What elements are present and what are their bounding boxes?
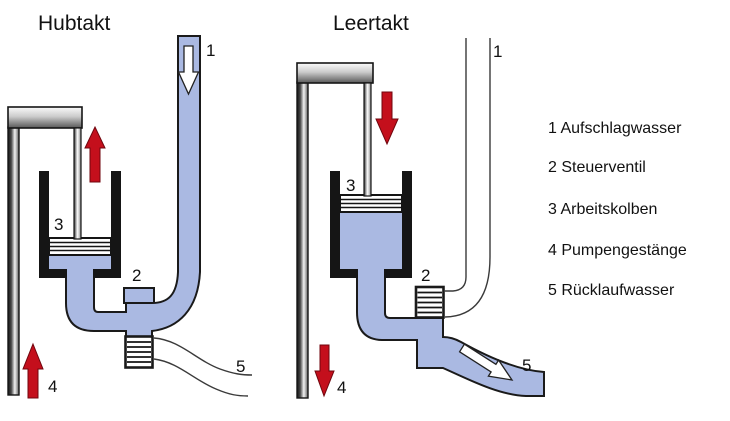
crossbar xyxy=(296,62,374,84)
legend-item: 4 Pumpengestänge xyxy=(548,242,687,259)
motion-arrow-up-icon xyxy=(22,342,44,399)
cylinder-bottom-right xyxy=(384,269,412,278)
arbeitskolben-piston xyxy=(48,237,112,256)
leertakt-title: Leertakt xyxy=(333,12,409,35)
flow-arrow-down-icon xyxy=(177,45,200,96)
return-pipe-empty xyxy=(153,337,253,397)
cylinder-water xyxy=(49,253,111,271)
cylinder-bottom-left xyxy=(330,269,358,278)
pump-rod xyxy=(296,81,309,399)
leertakt-panel: Leertakt xyxy=(296,12,545,399)
label-5: 5 xyxy=(236,357,245,376)
motion-arrow-up-icon xyxy=(84,125,106,183)
label-2: 2 xyxy=(421,266,430,285)
label-1: 1 xyxy=(206,41,215,60)
piston-stem xyxy=(73,127,82,240)
label-5: 5 xyxy=(522,356,531,375)
motion-arrow-down-icon xyxy=(314,344,335,398)
label-3: 3 xyxy=(54,215,63,234)
hubtakt-panel: Hubtakt xyxy=(7,12,253,399)
label-2: 2 xyxy=(132,266,141,285)
cylinder-wall-right xyxy=(111,171,121,278)
legend-item: 1 Aufschlagwasser xyxy=(548,120,682,137)
hubtakt-title: Hubtakt xyxy=(38,12,111,35)
cylinder-bottom-right xyxy=(93,269,121,278)
cylinder-wall-right xyxy=(402,171,412,278)
label-3: 3 xyxy=(346,176,355,195)
steuerventil-port xyxy=(123,287,155,304)
cylinder-wall-left xyxy=(39,171,49,278)
cylinder-wall-left xyxy=(330,171,340,278)
flow-arrow-outflow-icon xyxy=(458,343,514,381)
cylinder-walls xyxy=(330,171,412,278)
steuerventil-closed xyxy=(414,285,445,319)
legend-item: 3 Arbeitskolben xyxy=(548,201,657,218)
piston-stem xyxy=(363,82,372,197)
cylinder-bottom-left xyxy=(39,269,67,278)
cylinder-water xyxy=(340,210,402,271)
label-1: 1 xyxy=(493,42,502,61)
steuerventil-closed xyxy=(124,335,154,369)
supply-pipe-empty xyxy=(444,38,491,318)
motion-arrow-down-icon xyxy=(375,91,399,146)
legend-item: 5 Rücklaufwasser xyxy=(548,282,675,299)
legend-item: 2 Steuerventil xyxy=(548,159,646,176)
legend: 1 Aufschlagwasser 2 Steuerventil 3 Arbei… xyxy=(548,120,687,299)
water-flow-path xyxy=(356,265,545,397)
pump-rod xyxy=(7,126,20,396)
label-4: 4 xyxy=(48,377,57,396)
arbeitskolben-piston xyxy=(339,194,403,213)
crossbar xyxy=(7,106,83,129)
label-4: 4 xyxy=(337,378,346,397)
cylinder-walls xyxy=(39,171,121,278)
